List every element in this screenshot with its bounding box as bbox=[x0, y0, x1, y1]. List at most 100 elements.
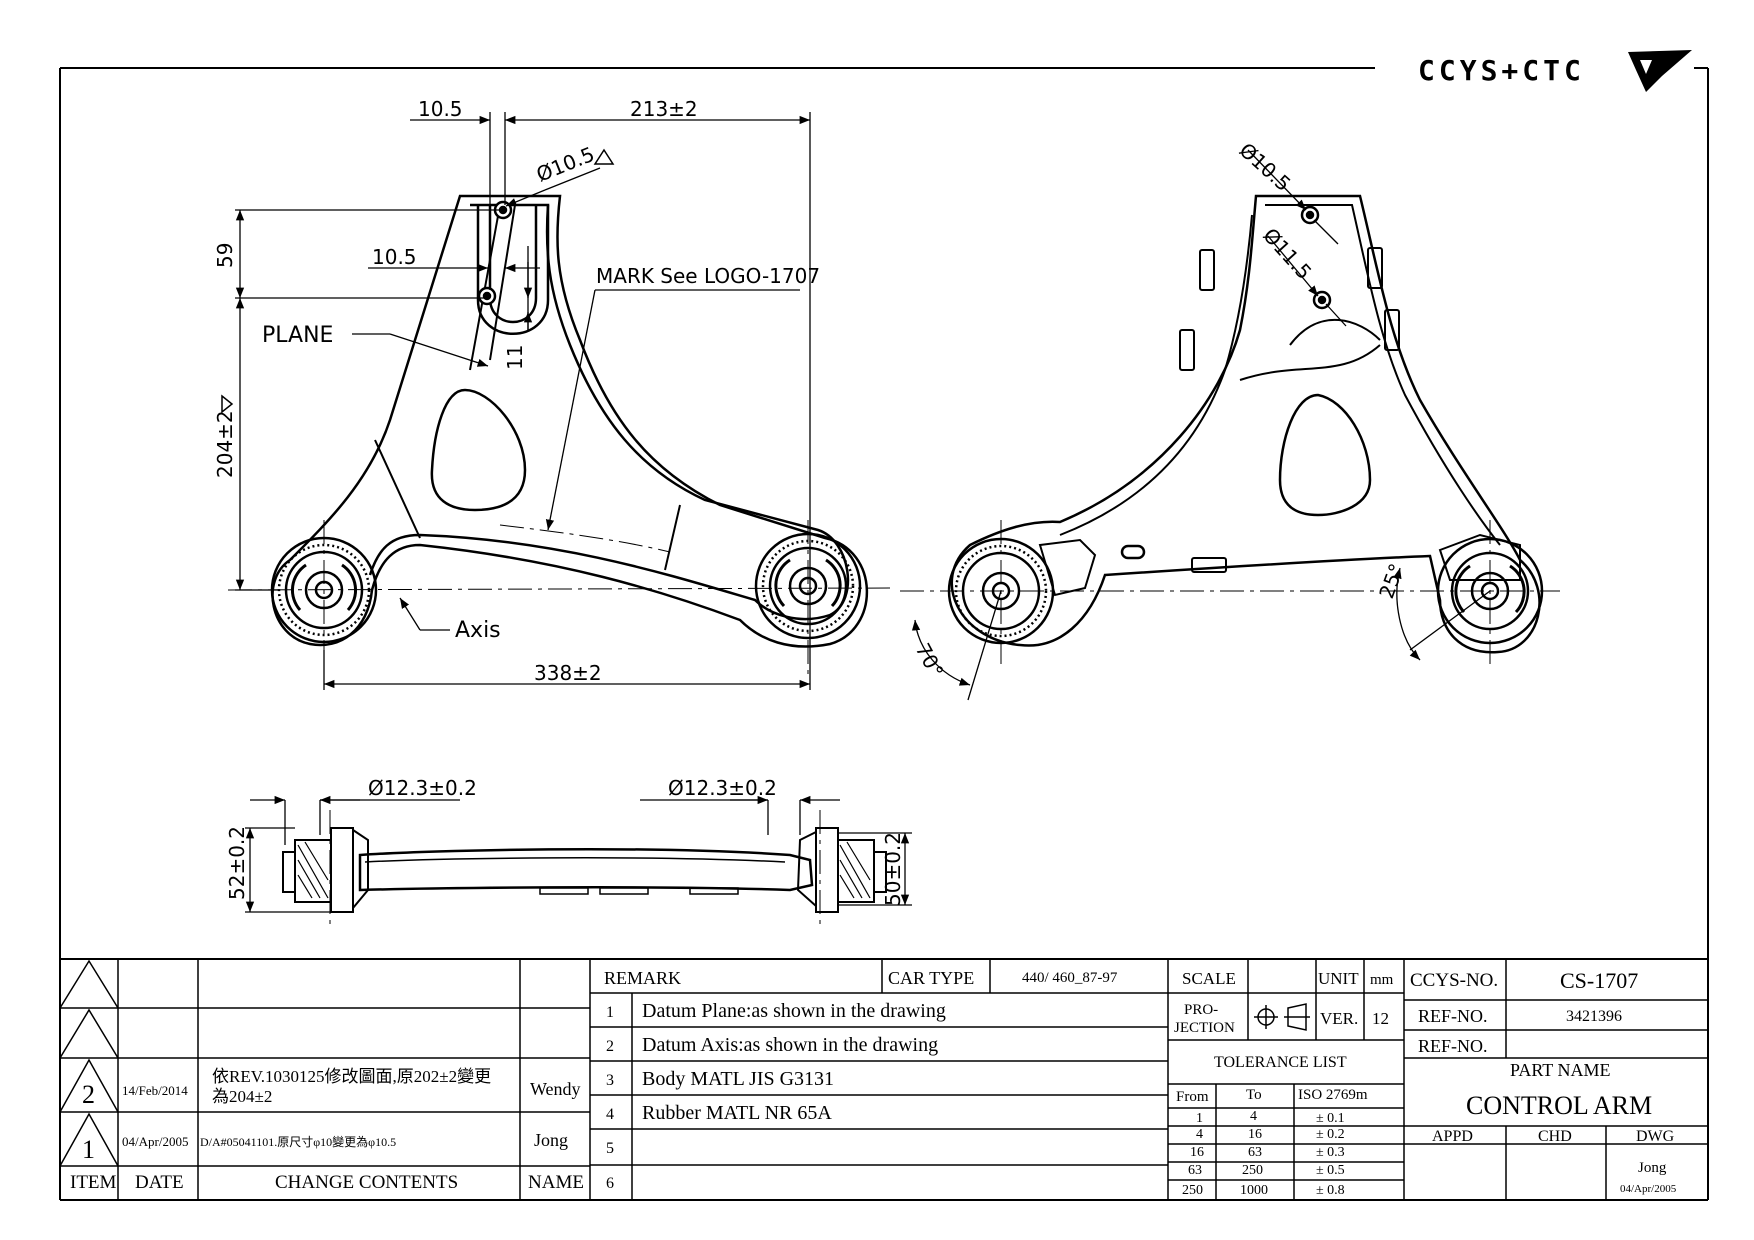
tol-from: 4 bbox=[1196, 1127, 1203, 1142]
dim-phi11-5: Ø11.5 bbox=[1258, 223, 1316, 284]
scale-label: SCALE bbox=[1182, 969, 1236, 988]
dwg-date: 04/Apr/2005 bbox=[1620, 1183, 1677, 1195]
remark-text: Body MATL JIS G3131 bbox=[642, 1068, 834, 1090]
rev-row-date: 04/Apr/2005 bbox=[122, 1134, 188, 1149]
dim-50: 50±0.2 bbox=[881, 832, 905, 906]
ccys-no-value: CS-1707 bbox=[1560, 968, 1638, 993]
tol-value: ± 0.5 bbox=[1316, 1163, 1345, 1178]
annotation-texts: PLANE Axis MARK See LOGO-1707 bbox=[262, 264, 820, 643]
remark-no: 2 bbox=[606, 1038, 614, 1055]
ref-no-label: REF-NO. bbox=[1418, 1006, 1488, 1026]
tol-header-from: From bbox=[1176, 1089, 1209, 1105]
rev-row-contents: 依REV.1030125修改圖面,原202±2變更 bbox=[212, 1067, 491, 1086]
dim-10-5-mid: 10.5 bbox=[372, 245, 417, 269]
tol-header-to: To bbox=[1246, 1087, 1262, 1103]
tol-from: 1 bbox=[1196, 1111, 1203, 1126]
unit-value: mm bbox=[1370, 972, 1394, 988]
tol-value: ± 0.3 bbox=[1316, 1145, 1345, 1160]
title-block: CCYS-NO. CS-1707 REF-NO. 3421396 REF-NO.… bbox=[1410, 968, 1677, 1195]
tol-header-std: ISO 2769m bbox=[1298, 1087, 1368, 1103]
tolerance-title: TOLERANCE LIST bbox=[1214, 1054, 1347, 1071]
tol-from: 63 bbox=[1188, 1163, 1202, 1178]
dim-25deg: 25° bbox=[1374, 560, 1409, 602]
control-arm-top-view bbox=[270, 194, 869, 648]
rev-row-name: Jong bbox=[534, 1130, 568, 1150]
title-block-grid bbox=[60, 958, 1708, 1200]
remark-no: 5 bbox=[606, 1140, 614, 1157]
dim-204: 204±2 bbox=[213, 410, 237, 478]
chd-label: CHD bbox=[1538, 1128, 1572, 1145]
tol-to: 4 bbox=[1250, 1109, 1257, 1124]
tol-value: ± 0.2 bbox=[1316, 1127, 1345, 1142]
rev-row-contents-2: 為204±2 bbox=[212, 1087, 272, 1106]
remark-table: REMARK CAR TYPE 440/ 460_87-97 1 Datum P… bbox=[604, 968, 1118, 1192]
revision-triangle-icon bbox=[593, 148, 615, 165]
revision-triangles bbox=[59, 959, 119, 1167]
ref-no-value: 3421396 bbox=[1566, 1008, 1622, 1025]
rev-row-date: 14/Feb/2014 bbox=[122, 1083, 188, 1098]
part-name-value: CONTROL ARM bbox=[1466, 1091, 1652, 1120]
control-arm-bottom-view bbox=[947, 194, 1544, 654]
label-mark: MARK See LOGO-1707 bbox=[596, 264, 820, 288]
tol-to: 63 bbox=[1248, 1145, 1262, 1160]
revision-triangle-icon-2 bbox=[221, 394, 234, 414]
dim-phi10-5: Ø10.5 bbox=[533, 142, 598, 187]
dim-phi12-3-left: Ø12.3±0.2 bbox=[368, 776, 477, 800]
tol-from: 16 bbox=[1190, 1145, 1204, 1160]
top-view-dimension-lines bbox=[235, 112, 811, 690]
rev-header-contents: CHANGE CONTENTS bbox=[275, 1172, 458, 1193]
tol-to: 250 bbox=[1242, 1163, 1263, 1178]
rev-row-name: Wendy bbox=[530, 1079, 581, 1099]
revision-table: ITEM DATE CHANGE CONTENTS NAME 2 14/Feb/… bbox=[70, 1067, 584, 1193]
dim-phi12-3-right: Ø12.3±0.2 bbox=[668, 776, 777, 800]
label-axis: Axis bbox=[455, 618, 501, 643]
unit-label: UNIT bbox=[1318, 969, 1359, 988]
ver-label: VER. bbox=[1320, 1009, 1358, 1028]
tol-from: 250 bbox=[1182, 1183, 1203, 1198]
projection-symbol-icon bbox=[1254, 1003, 1310, 1031]
projection-label: PRO- bbox=[1184, 1002, 1218, 1018]
part-name-label: PART NAME bbox=[1510, 1060, 1610, 1080]
car-type-label: CAR TYPE bbox=[888, 968, 974, 988]
tol-to: 16 bbox=[1248, 1127, 1262, 1142]
dwg-label: DWG bbox=[1636, 1128, 1675, 1145]
rev-header-name: NAME bbox=[528, 1172, 584, 1193]
remark-label: REMARK bbox=[604, 968, 681, 988]
drawing-frame bbox=[59, 67, 1709, 1201]
remark-no: 1 bbox=[606, 1004, 614, 1021]
rev-header-date: DATE bbox=[135, 1172, 184, 1193]
remark-text: Datum Axis:as shown in the drawing bbox=[642, 1034, 938, 1056]
side-view-centerlines bbox=[329, 810, 821, 930]
rev-row-item: 1 bbox=[82, 1135, 95, 1164]
rev-header-item: ITEM bbox=[70, 1172, 117, 1193]
dim-213: 213±2 bbox=[630, 97, 698, 121]
tol-value: ± 0.1 bbox=[1316, 1111, 1345, 1126]
top-view-centerlines bbox=[227, 520, 891, 680]
dimension-texts: 10.5 213±2 Ø10.5 59 10.5 11 204±2 338±2 … bbox=[213, 97, 1409, 906]
remark-text: Datum Plane:as shown in the drawing bbox=[642, 1000, 946, 1022]
dim-phi10-5-right: Ø10.5 bbox=[1235, 138, 1296, 196]
tol-to: 1000 bbox=[1240, 1183, 1268, 1198]
projection-label-2: JECTION bbox=[1174, 1020, 1235, 1036]
dim-52: 52±0.2 bbox=[225, 826, 249, 900]
brand-emblem-icon bbox=[1628, 50, 1692, 92]
dwg-name: Jong bbox=[1638, 1160, 1667, 1176]
remark-no: 3 bbox=[606, 1072, 614, 1089]
rev-row-contents: D/A#05041101.原尺寸φ10變更為φ10.5 bbox=[200, 1134, 396, 1149]
control-arm-side-view bbox=[282, 827, 887, 913]
rev-row-item: 2 bbox=[82, 1080, 95, 1109]
bottom-view-dimension-lines bbox=[911, 149, 1491, 701]
tol-value: ± 0.8 bbox=[1316, 1183, 1345, 1198]
brand-logo: CCYS+CTC bbox=[1418, 50, 1692, 92]
ref-no-label-2: REF-NO. bbox=[1418, 1036, 1488, 1056]
ccys-no-label: CCYS-NO. bbox=[1410, 970, 1498, 991]
remark-no: 4 bbox=[606, 1106, 614, 1123]
dim-11: 11 bbox=[503, 345, 527, 370]
car-type-value: 440/ 460_87-97 bbox=[1022, 970, 1118, 986]
remark-text: Rubber MATL NR 65A bbox=[642, 1102, 832, 1124]
dim-338: 338±2 bbox=[534, 661, 602, 685]
label-plane: PLANE bbox=[262, 323, 333, 348]
side-view-dimension-lines bbox=[245, 795, 912, 913]
dim-10-5-top: 10.5 bbox=[418, 97, 463, 121]
